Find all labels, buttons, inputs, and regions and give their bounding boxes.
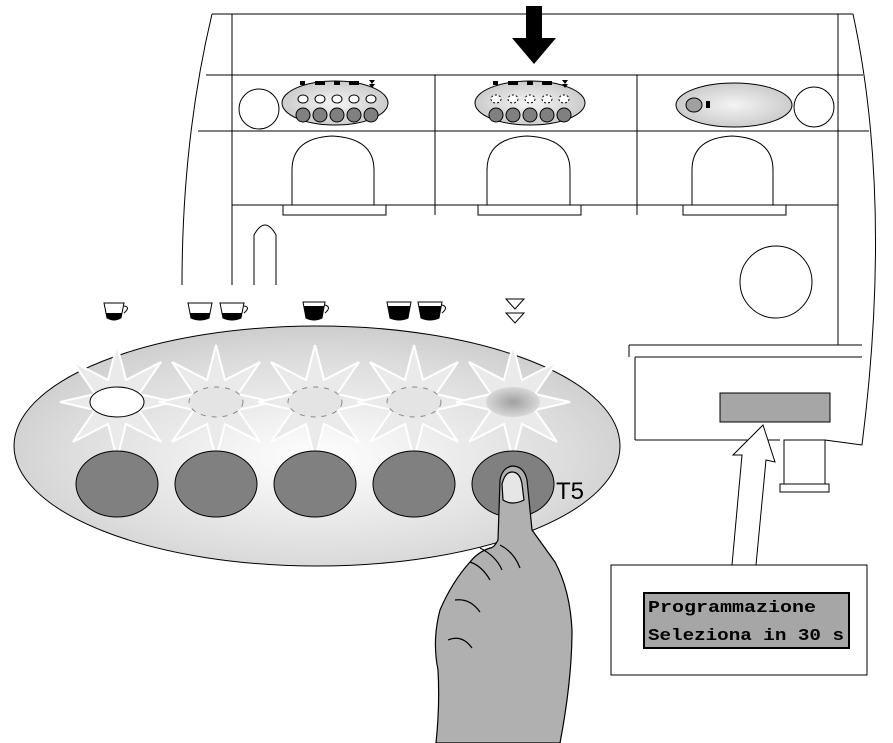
brew-group-left	[238, 80, 389, 216]
continuous-dose-icon	[504, 298, 526, 324]
single-small-cup-icon	[103, 302, 128, 321]
machine-display-window	[719, 392, 831, 423]
button-t5-label: T5	[556, 478, 584, 505]
double-small-cup-icon	[187, 302, 248, 321]
led-1	[89, 386, 145, 418]
brew-group-center	[474, 80, 586, 216]
led-5	[486, 387, 540, 417]
button-t3[interactable]	[273, 450, 357, 518]
button-t4[interactable]	[372, 450, 456, 518]
display-screen	[643, 592, 850, 649]
button-t1[interactable]	[75, 450, 159, 518]
button-t2[interactable]	[174, 450, 258, 518]
display-callout: Programmazione Seleziona in 30 s	[610, 424, 868, 676]
single-large-cup-icon	[302, 301, 329, 321]
led-4	[386, 386, 442, 418]
down-arrow-icon	[512, 6, 556, 64]
display-line-2: Seleziona in 30 s	[648, 627, 844, 646]
brew-group-right	[675, 82, 835, 216]
double-large-cup-icon	[386, 301, 446, 321]
keypad-detail: T5	[13, 298, 621, 567]
led-2	[188, 386, 244, 418]
display-line-1: Programmazione	[648, 599, 816, 618]
led-3	[287, 386, 343, 418]
